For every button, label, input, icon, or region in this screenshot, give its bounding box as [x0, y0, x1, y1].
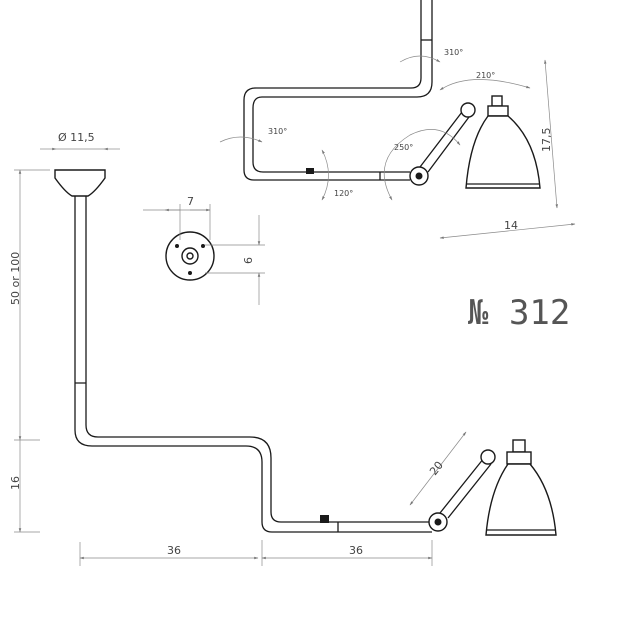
- small-lamp: [243, 0, 541, 189]
- lamp-shade: [485, 463, 557, 536]
- ceiling-canopy: [54, 169, 106, 197]
- diameter-label: Ø 11,5: [58, 131, 95, 144]
- main-lamp: [54, 169, 557, 536]
- stem: [74, 196, 87, 388]
- mount-height-label: 6: [242, 257, 255, 264]
- offset-right-label: 36: [349, 544, 363, 557]
- mount-plate: [165, 231, 215, 281]
- shade-width-label: 14: [504, 219, 518, 232]
- s-bend-pipe: [74, 388, 432, 533]
- small-lamp-shade: [465, 115, 541, 189]
- rotation-elbow-label: 120°: [334, 189, 353, 198]
- connector: [320, 515, 329, 523]
- rotation-arm-label: 250°: [394, 143, 413, 152]
- offset-left-label: 36: [167, 544, 181, 557]
- dimension-lines: [14, 55, 576, 566]
- model-title: № 312: [468, 293, 570, 333]
- height-label: 50 or 100: [9, 252, 22, 305]
- rotation-top-label: 310°: [444, 48, 463, 57]
- drop-label: 16: [9, 476, 22, 490]
- rotation-shade-label: 210°: [476, 71, 495, 80]
- mount-width-label: 7: [187, 195, 194, 208]
- shade-height-label: 17,5: [540, 128, 553, 153]
- lamp-arm: [439, 457, 492, 519]
- rotation-base-label: 310°: [268, 127, 287, 136]
- small-lamp-pipe: [243, 0, 433, 181]
